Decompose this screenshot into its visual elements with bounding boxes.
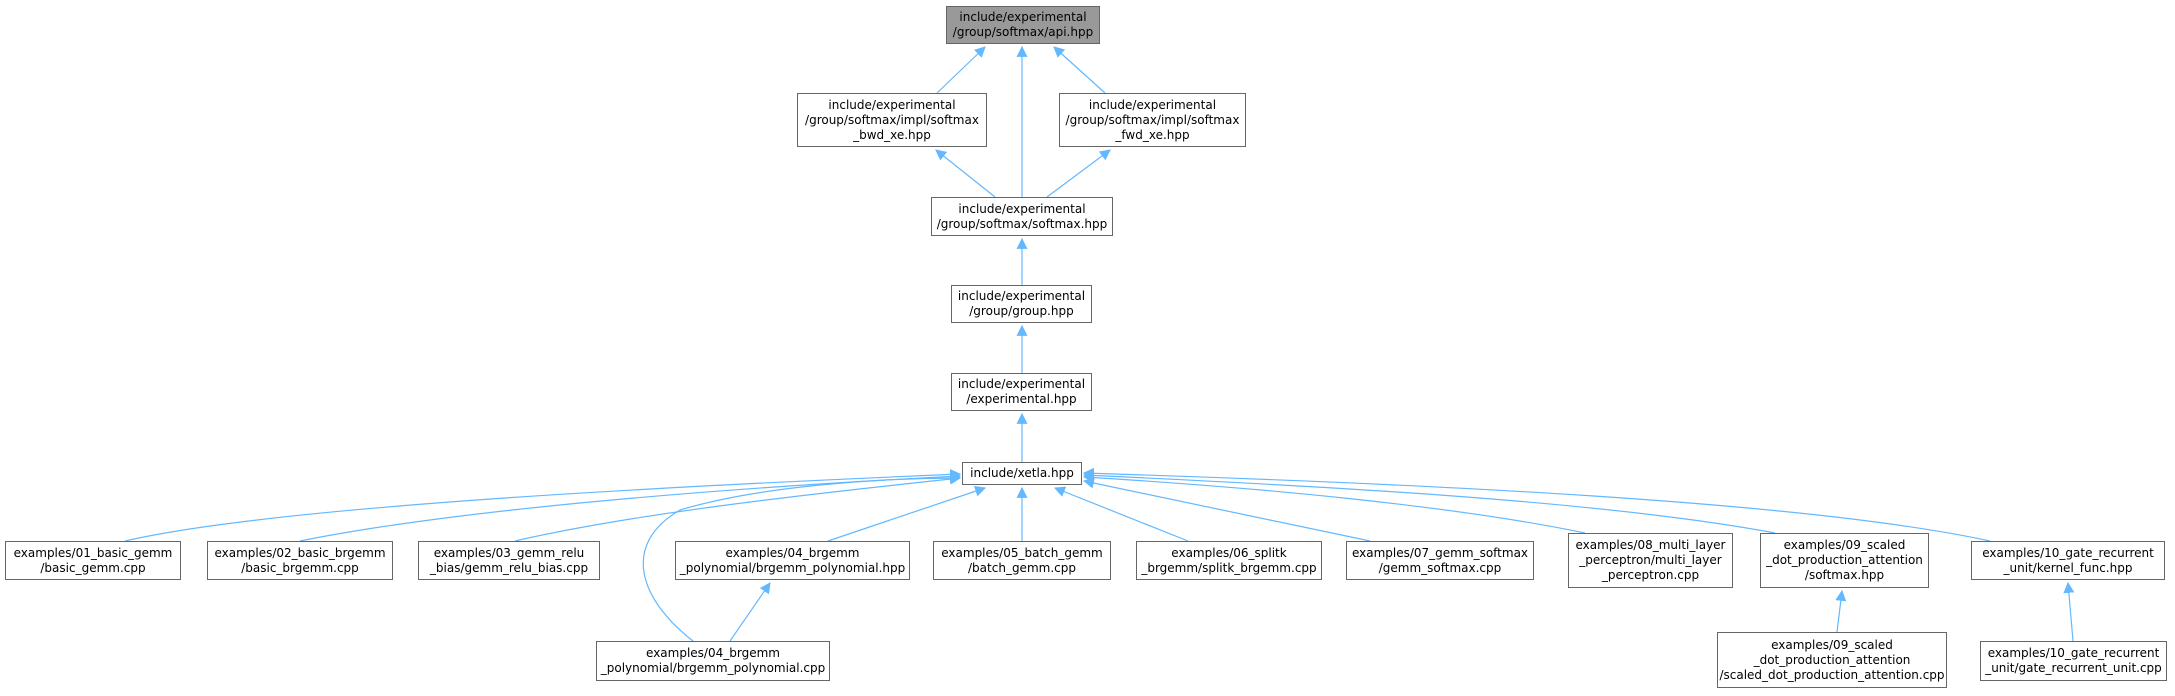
node-label-line: _brgemm/splitk_brgemm.cpp [1141,560,1317,575]
node-gate-recurrent-unit-cpp[interactable]: examples/10_gate_recurrent_unit/gate_rec… [1980,641,2167,681]
node-label-line: _perceptron/multi_layer [1579,553,1722,567]
node-label-line: examples/06_splitk [1171,545,1287,560]
edge-ex04h-to-xetla [827,485,987,542]
node-label-line: examples/09_scaled [1771,637,1893,652]
node-label-line: _polynomial/brgemm_polynomial.hpp [679,560,906,575]
node-label-line: _polynomial/brgemm_polynomial.cpp [600,661,826,675]
edge-ex01-to-xetla [124,468,962,542]
node-label-line: include/experimental [958,201,1086,216]
node-label-line: examples/04_brgemm [646,646,780,660]
edge-ex08-to-xetla [1082,472,1586,534]
node-label-line: /basic_gemm.cpp [40,560,146,575]
node-label-line: examples/04_brgemm [725,545,860,560]
node-softmax-hpp[interactable]: include/experimental/group/softmax/softm… [931,197,1113,236]
node-brgemm-polynomial-hpp[interactable]: examples/04_brgemm_polynomial/brgemm_pol… [675,541,910,580]
node-label-line: _dot_production_attention [1766,553,1923,567]
edge-ex06-to-xetla [1053,486,1189,542]
edge-ex03-to-xetla [514,473,962,542]
node-label-line: _bwd_xe.hpp [853,127,931,142]
node-label-line: include/xetla.hpp [970,466,1074,480]
node-splitk-brgemm-cpp[interactable]: examples/06_splitk_brgemm/splitk_brgemm.… [1136,541,1322,580]
node-label-line: examples/01_basic_gemm [13,545,173,560]
node-softmax-api-hpp[interactable]: include/experimental/group/softmax/api.h… [946,6,1100,44]
edge-ex09h-to-xetla [1082,469,1776,534]
edge-ex10c-to-ex10h [2063,581,2075,642]
edge-softmax-to-fwd [1046,149,1111,198]
node-multi-layer-perceptron-cpp[interactable]: examples/08_multi_layer_perceptron/multi… [1568,533,1733,588]
edge-ex02-to-xetla [299,471,962,542]
edge-ex10h-to-xetla [1082,467,1991,542]
node-label-line: /gemm_softmax.cpp [1378,560,1502,575]
node-attention-softmax-hpp[interactable]: examples/09_scaled_dot_production_attent… [1760,533,1929,588]
node-label-line: /scaled_dot_production_attention.cpp [1719,667,1945,682]
node-label-line: /experimental.hpp [966,392,1077,406]
node-experimental-hpp[interactable]: include/experimental/experimental.hpp [951,373,1092,411]
node-label-line: examples/10_gate_recurrent [1987,646,2160,660]
node-label-line: examples/08_multi_layer [1575,538,1726,552]
edge-ex04c-to-xetla [642,472,962,642]
node-label-line: _unit/gate_recurrent_unit.cpp [1985,661,2162,675]
node-label-line: examples/02_basic_brgemm [214,545,386,560]
node-label-line: include/experimental [959,10,1087,24]
node-xetla-hpp[interactable]: include/xetla.hpp [962,462,1082,485]
node-label-line: examples/07_gemm_softmax [1351,545,1529,560]
node-label-line: /group/group.hpp [969,304,1074,318]
node-label-line: /batch_gemm.cpp [968,560,1076,575]
edge-softmax-to-bwd [935,149,996,198]
node-label-line: _dot_production_attention [1753,652,1911,667]
node-softmax-fwd-xe-hpp[interactable]: include/experimental/group/softmax/impl/… [1059,93,1246,147]
node-batch-gemm-cpp[interactable]: examples/05_batch_gemm/batch_gemm.cpp [933,541,1111,580]
node-label-line: /group/softmax/impl/softmax [805,112,979,127]
edge-ex09c-to-ex09h [1835,589,1847,633]
node-label-line: _unit/kernel_func.hpp [2003,560,2133,575]
node-brgemm-polynomial-cpp[interactable]: examples/04_brgemm_polynomial/brgemm_pol… [596,641,830,681]
node-label-line: /group/softmax/api.hpp [952,25,1094,39]
edge-ex07-to-xetla [1082,477,1371,542]
node-label-line: _bias/gemm_relu_bias.cpp [429,560,589,575]
node-scaled-dot-production-attention-cpp[interactable]: examples/09_scaled_dot_production_attent… [1717,632,1947,688]
node-softmax-bwd-xe-hpp[interactable]: include/experimental/group/softmax/impl/… [797,93,987,147]
node-label-line: _fwd_xe.hpp [1115,127,1190,142]
node-label-line: /group/softmax/softmax.hpp [936,216,1108,231]
node-group-hpp[interactable]: include/experimental/group/group.hpp [951,285,1092,323]
node-label-line: /softmax.hpp [1804,568,1885,582]
node-basic-brgemm-cpp[interactable]: examples/02_basic_brgemm/basic_brgemm.cp… [207,541,393,580]
node-label-line: /group/softmax/impl/softmax [1065,112,1240,127]
node-gemm-relu-bias-cpp[interactable]: examples/03_gemm_relu_bias/gemm_relu_bia… [418,541,600,580]
node-label-line: examples/10_gate_recurrent [1982,545,2154,560]
node-gemm-softmax-cpp[interactable]: examples/07_gemm_softmax/gemm_softmax.cp… [1346,541,1534,580]
edge-bwd-to-api [936,46,986,94]
node-kernel-func-hpp[interactable]: examples/10_gate_recurrent_unit/kernel_f… [1971,541,2165,580]
node-label-line: examples/09_scaled [1783,538,1906,552]
node-label-line: include/experimental [1088,97,1217,112]
edge-ex04c-to-ex04h [729,582,771,642]
node-label-line: include/experimental [828,97,956,112]
node-label-line: examples/03_gemm_relu [433,545,585,560]
node-label-line: examples/05_batch_gemm [941,545,1103,560]
node-label-line: _perceptron.cpp [1601,568,1700,582]
node-label-line: /basic_brgemm.cpp [241,560,359,575]
node-label-line: include/experimental [957,289,1086,303]
node-label-line: include/experimental [957,377,1086,391]
node-basic-gemm-cpp[interactable]: examples/01_basic_gemm/basic_gemm.cpp [5,541,181,580]
edge-fwd-to-api [1053,46,1106,94]
